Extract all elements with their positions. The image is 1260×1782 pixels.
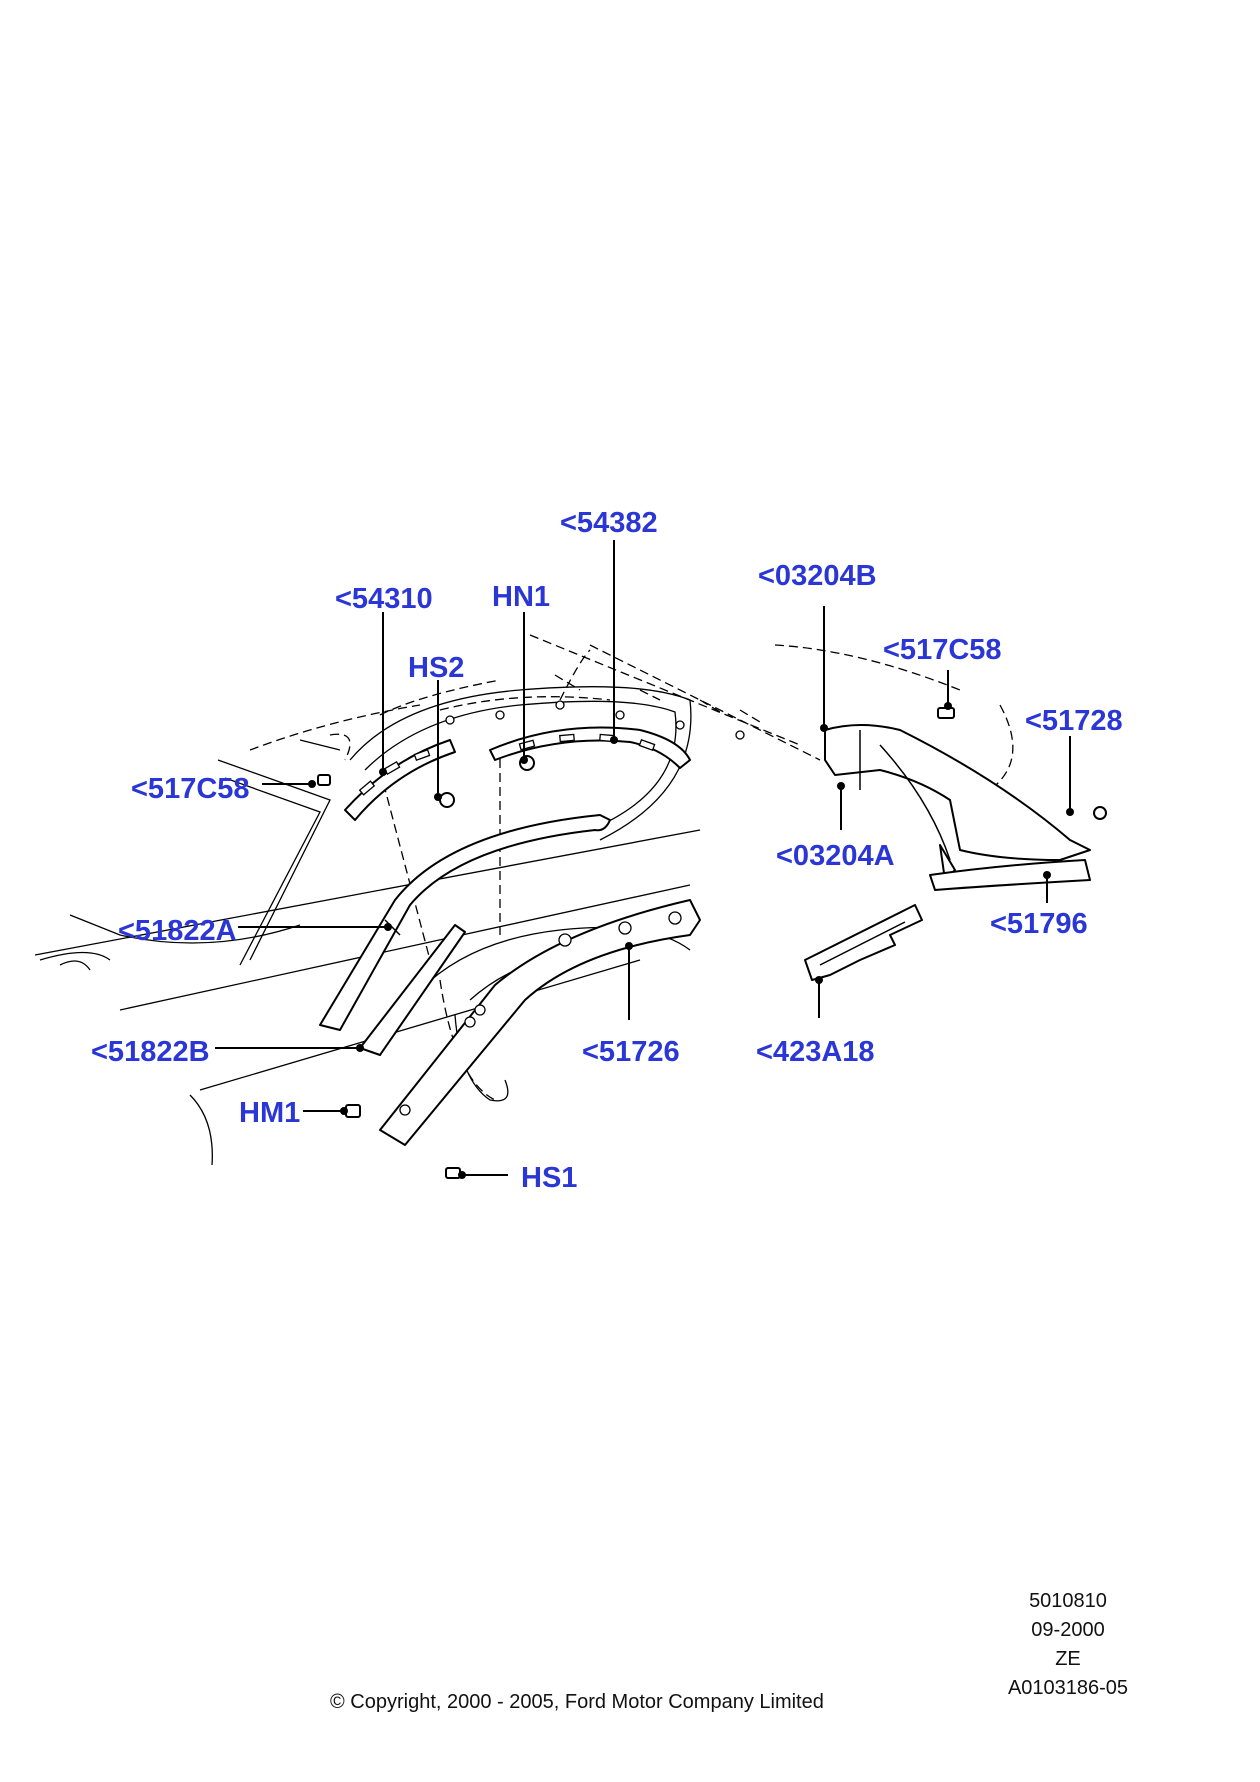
part-51822A-moulding <box>319 814 611 1031</box>
callout-54310: <54310 <box>335 583 433 615</box>
callout-HS2: HS2 <box>408 652 464 684</box>
copyright-notice: © Copyright, 2000 - 2005, Ford Motor Com… <box>330 1691 824 1713</box>
callout-423A18: <423A18 <box>756 1036 875 1068</box>
part-54382-strip <box>489 726 691 769</box>
drawing-reference-block: 5010810 09-2000 ZE A0103186-05 © Copyrig… <box>330 1590 1128 1713</box>
callout-51728: <51728 <box>1025 705 1123 737</box>
part-423A18-bracket <box>804 904 923 981</box>
callout-51822A: <51822A <box>118 915 237 947</box>
roof-rail-clips <box>445 700 745 740</box>
callout-51796: <51796 <box>990 908 1088 940</box>
callout-51726: <51726 <box>582 1036 680 1068</box>
callout-HS1: HS1 <box>521 1162 577 1194</box>
ref-number: 5010810 <box>1029 1590 1107 1612</box>
ref-illustration-id: A0103186-05 <box>1008 1677 1128 1699</box>
callout-HN1: HN1 <box>492 581 550 613</box>
callout-51822B: <51822B <box>91 1036 210 1068</box>
part-51822B-strip <box>359 924 466 1056</box>
part-54310-strip <box>344 739 456 821</box>
callout-54382: <54382 <box>560 507 658 539</box>
dashed-hidden-lines <box>249 634 1014 1101</box>
callout-03204A: <03204A <box>776 840 895 872</box>
callout-labels: <54382 <54310 HN1 HS2 <517C58 <51822A <5… <box>91 507 1123 1194</box>
fasteners <box>317 707 1107 1179</box>
ref-date: 09-2000 <box>1031 1619 1104 1641</box>
callout-517C58-right: <517C58 <box>883 634 1002 666</box>
part-51796-tray <box>929 859 1091 891</box>
part-51726-panel <box>379 899 701 1146</box>
ref-code: ZE <box>1055 1648 1081 1670</box>
callout-HM1: HM1 <box>239 1097 300 1129</box>
leader-lines <box>215 540 1074 1179</box>
callout-517C58-left: <517C58 <box>131 773 250 805</box>
callout-03204B: <03204B <box>758 560 877 592</box>
